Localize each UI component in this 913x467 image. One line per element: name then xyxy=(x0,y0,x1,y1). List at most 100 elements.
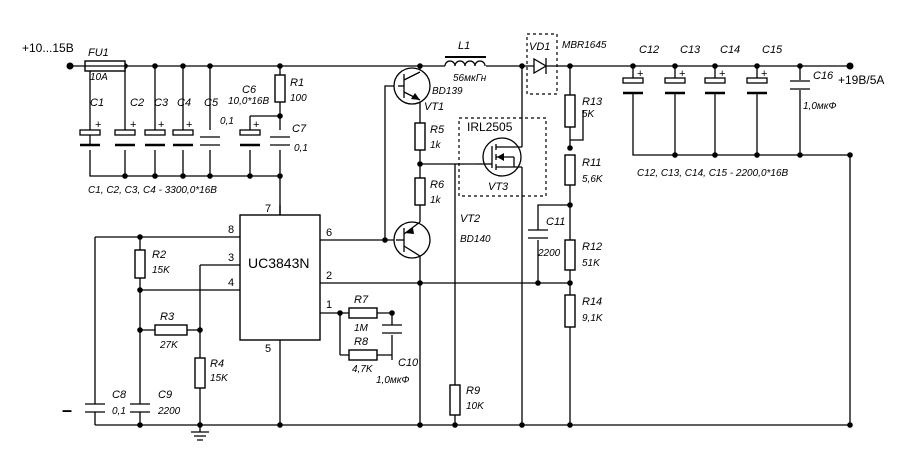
cap-c3: + C3 xyxy=(144,97,169,147)
cap-ref: C4 xyxy=(177,97,191,109)
resistor-ref: R2 xyxy=(152,249,166,261)
vt1-part: BD139 xyxy=(432,86,463,97)
junction-dot xyxy=(519,63,525,69)
cap-ref: C6 xyxy=(242,84,257,96)
cap-ref: C15 xyxy=(762,44,783,56)
polarity-mark: + xyxy=(158,119,164,131)
output-voltage-label: +19В/5А xyxy=(838,73,884,87)
polarity-mark: + xyxy=(130,119,136,131)
junction-dot xyxy=(535,280,541,286)
cap-ref: C9 xyxy=(158,389,172,401)
cap-value: 2200 xyxy=(537,248,561,259)
cap-value: 1,0мкФ xyxy=(376,375,409,386)
resistor-r5: R5 1k xyxy=(414,122,445,151)
resistor-value: 5K xyxy=(582,109,596,120)
cap-c15: + C15 xyxy=(746,44,783,100)
junction-dot xyxy=(797,152,803,158)
resistor-ref: R5 xyxy=(430,124,445,136)
resistor-value: 4,7K xyxy=(352,364,374,375)
resistor-r9: R9 10K xyxy=(449,384,485,416)
pin-3-label: 3 xyxy=(228,252,234,264)
input-terminal xyxy=(66,62,74,70)
pin-7-label: 7 xyxy=(265,203,271,215)
fuse-value: 10А xyxy=(90,72,108,83)
polarity-mark: + xyxy=(761,68,767,80)
output-terminal xyxy=(846,62,854,70)
transistor-vt2: VT2 BD140 xyxy=(393,213,491,259)
pin-6-label: 6 xyxy=(326,227,332,239)
trimmer-r13: R13 5K xyxy=(564,94,603,128)
resistor-value: 15K xyxy=(152,265,171,276)
cap-ref: C11 xyxy=(546,216,565,228)
resistor-value: 1k xyxy=(430,140,442,151)
inductor-value: 56мкГн xyxy=(453,73,487,84)
junction-dot xyxy=(277,113,283,119)
junction-dot xyxy=(122,173,128,179)
resistor-ref: R14 xyxy=(582,296,602,308)
junction-dot xyxy=(754,152,760,158)
cap-ref: C12 xyxy=(639,44,659,56)
cap-ref: C13 xyxy=(680,44,701,56)
ic-uc3843n: UC3843N 7 8 3 4 6 2 1 5 xyxy=(228,203,332,355)
resistor-value: 15K xyxy=(210,373,229,384)
cap-c13: + C13 xyxy=(664,44,701,100)
junction-dot xyxy=(137,234,143,240)
junction-dot xyxy=(277,422,283,428)
resistor-r7: R7 1M xyxy=(348,294,378,334)
junction-dot xyxy=(137,327,143,333)
ic-name: UC3843N xyxy=(248,255,309,271)
junction-dot xyxy=(389,310,395,316)
resistor-value: 51K xyxy=(582,258,601,269)
resistor-r11: R11 5,6K xyxy=(564,154,604,186)
resistor-r12: R12 51K xyxy=(564,239,602,271)
cap-c7: C7 0,1 xyxy=(270,123,308,154)
cap-c16: C16 1,0мкФ xyxy=(790,70,836,112)
wires xyxy=(70,65,851,441)
junction-dot xyxy=(137,422,143,428)
junction-dot xyxy=(417,280,423,286)
cap-ref: C8 xyxy=(112,389,127,401)
junction-dot xyxy=(417,422,423,428)
negative-terminal-label: – xyxy=(62,400,72,420)
junction-dot xyxy=(452,422,458,428)
junction-dot xyxy=(567,63,573,69)
inductor-ref: L1 xyxy=(458,40,470,52)
resistor-value: 1k xyxy=(430,195,442,206)
junction-dot xyxy=(417,161,423,167)
pin-4-label: 4 xyxy=(228,277,234,289)
junction-dot xyxy=(277,63,283,69)
cap-c12: + C12 xyxy=(622,44,659,100)
polarity-mark: + xyxy=(637,68,643,80)
junction-dot xyxy=(277,173,283,179)
resistor-value: 100 xyxy=(290,93,307,104)
resistor-r14: R14 9,1K xyxy=(564,294,604,328)
inductor-l1: L1 56мкГн xyxy=(444,40,487,84)
resistor-ref: R7 xyxy=(354,294,369,306)
cap-ref: C3 xyxy=(154,97,169,109)
resistor-r3: R3 27K xyxy=(154,311,188,351)
junction-dot xyxy=(754,63,760,69)
polarity-mark: + xyxy=(95,119,101,131)
junction-dot xyxy=(567,280,573,286)
cap-value: 0,1 xyxy=(112,406,126,417)
vt2-part: BD140 xyxy=(460,234,491,245)
resistor-ref: R12 xyxy=(582,241,602,253)
resistor-value: 1M xyxy=(354,323,369,334)
polarity-mark: + xyxy=(186,119,192,131)
resistor-r8: R8 4,7K xyxy=(348,336,378,375)
diode-part: MBR1645 xyxy=(562,40,607,51)
cap-c5: C5 0,1 xyxy=(200,97,234,146)
junction-dots xyxy=(66,62,854,428)
fuse-fu1: FU1 10А xyxy=(84,47,126,83)
resistor-r6: R6 1k xyxy=(414,177,445,206)
cap-c14: + C14 xyxy=(704,44,740,100)
junction-dot xyxy=(152,63,158,69)
junction-dot xyxy=(180,63,186,69)
polarity-mark: + xyxy=(679,68,685,80)
diode-ref: VD1 xyxy=(529,41,550,53)
cap-c10: C10 1,0мкФ xyxy=(376,324,419,386)
junction-dot xyxy=(337,310,343,316)
junction-dot xyxy=(152,173,158,179)
transistor-vt1: BD139 VT1 xyxy=(393,67,463,113)
